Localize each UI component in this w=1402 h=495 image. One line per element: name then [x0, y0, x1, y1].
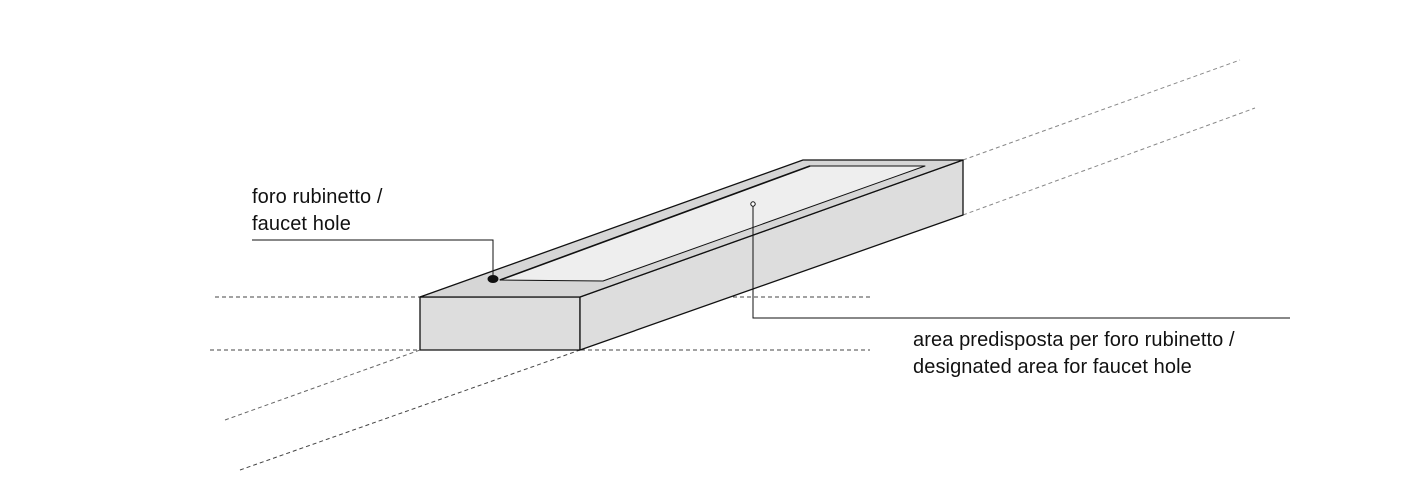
- faucet-hole-leader-line: [252, 239, 494, 279]
- sink-front-face: [419, 296, 581, 351]
- diagonal-guide-lower-front: [239, 349, 581, 471]
- designated-area-leader-line: [752, 206, 1290, 319]
- faucet-hole-label-line2: faucet hole: [252, 213, 351, 235]
- designated-area-annotation: area predisposta per foro rubinetto / de…: [913, 327, 1235, 381]
- designated-area-label-line2: designated area for faucet hole: [913, 356, 1192, 378]
- designated-area-marker-icon: [750, 201, 756, 207]
- faucet-hole-label-line1: foro rubinetto /: [252, 186, 383, 208]
- diagonal-guide-upper-front: [224, 349, 421, 421]
- designated-area-label-line1: area predisposta per foro rubinetto /: [913, 329, 1235, 351]
- diagonal-guide-lower-back: [962, 107, 1256, 216]
- diagonal-guide-upper-back: [962, 59, 1241, 161]
- faucet-hole-annotation: foro rubinetto / faucet hole: [252, 184, 383, 238]
- basin-front-edge-shadow: [499, 165, 811, 281]
